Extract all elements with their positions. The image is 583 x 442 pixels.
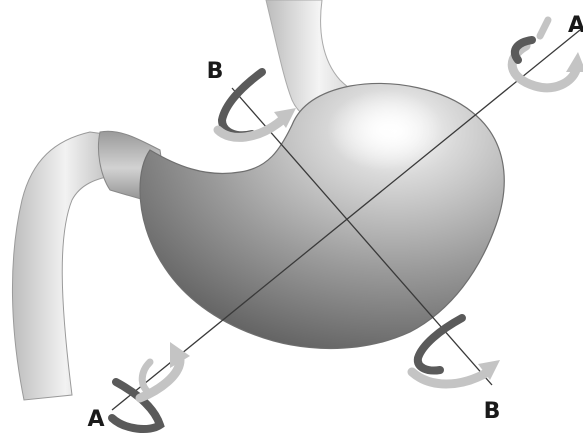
rotation-arrow-a-bottom: [112, 342, 190, 429]
label-axis-b-bottom: B: [484, 399, 501, 424]
rotation-arrow-b-top: [218, 72, 296, 137]
stomach-body: [140, 84, 504, 349]
label-axis-a-top: A: [568, 13, 583, 38]
rotation-arrow-b-bottom: [412, 318, 500, 384]
label-axis-a-bottom: A: [87, 407, 104, 432]
label-axis-b-top: B: [207, 59, 224, 84]
stomach-highlight: [327, 90, 443, 170]
